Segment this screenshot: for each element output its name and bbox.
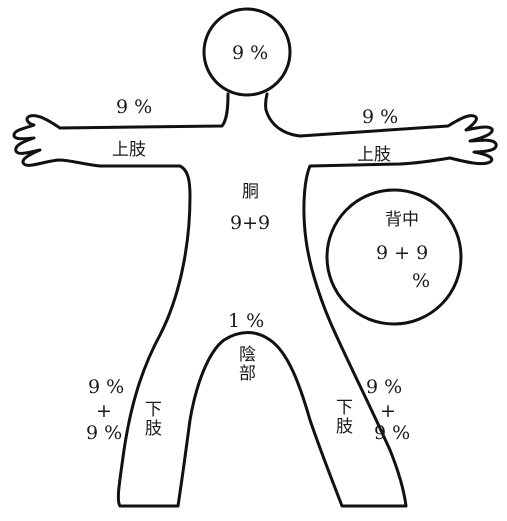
right-leg-label: 下肢 <box>333 398 350 436</box>
body-silhouette <box>14 94 496 506</box>
left-arm-percent: 9 % <box>116 98 152 117</box>
back-label: 背中 <box>385 212 419 229</box>
back-unit: % <box>412 272 430 291</box>
back-value: 9 + 9 <box>376 244 428 263</box>
left-leg-percent-bottom: 9 % <box>86 424 122 443</box>
right-leg-plus: + <box>380 402 396 421</box>
right-arm-percent: 9 % <box>362 108 398 127</box>
right-leg-percent-bottom: 9 % <box>374 424 410 443</box>
left-arm-label: 上肢 <box>112 142 146 159</box>
genital-label: 陰部 <box>236 345 253 383</box>
left-leg-percent-top: 9 % <box>88 378 124 397</box>
trunk-label: 胴 <box>242 184 259 201</box>
right-leg-percent-top: 9 % <box>366 378 402 397</box>
left-leg-plus: + <box>96 402 112 421</box>
genital-percent: 1 % <box>228 312 264 331</box>
head-percent: 9 % <box>232 44 268 63</box>
trunk-value: 9+9 <box>230 214 270 233</box>
right-arm-label: 上肢 <box>357 147 391 164</box>
left-leg-label: 下肢 <box>142 400 159 438</box>
